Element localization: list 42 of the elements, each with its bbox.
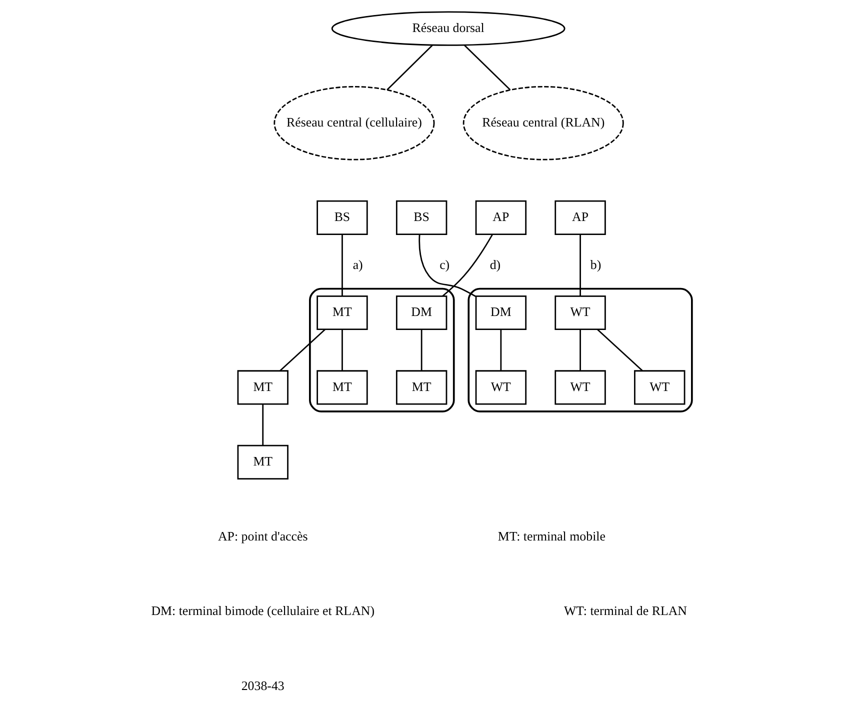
node-ellipse: Réseau central (cellulaire) (273, 86, 434, 160)
node-ellipse: Réseau central (RLAN) (462, 86, 624, 160)
connector (418, 234, 476, 297)
label: 2038-43 (240, 678, 284, 693)
connector (579, 329, 580, 371)
node-box: DM (395, 295, 447, 330)
cluster (308, 288, 454, 412)
node-box: WT (474, 370, 526, 405)
connector (341, 234, 342, 296)
connector (500, 329, 502, 371)
node-ellipse: Réseau dorsal (330, 11, 565, 46)
node-box: MT (316, 295, 368, 330)
edge-label: a) (352, 257, 362, 272)
connector (341, 329, 342, 371)
node-box: BS (395, 200, 447, 236)
node-box: WT (634, 370, 685, 405)
node-box: MT (236, 444, 288, 480)
label: AP: point d'accès (217, 528, 308, 544)
connector (579, 234, 580, 296)
edge-label: d) (489, 257, 500, 272)
label: WT: terminal de RLAN (563, 603, 686, 618)
connector (262, 404, 264, 446)
label: DM: terminal bimode (cellulaire et RLAN) (150, 603, 374, 618)
connector (420, 329, 422, 371)
node-box: MT (236, 370, 288, 405)
node-box: MT (395, 370, 447, 405)
connector (442, 234, 492, 297)
node-box: BS (316, 200, 368, 236)
cluster (467, 288, 692, 412)
connector (463, 44, 510, 90)
node-box: AP (474, 200, 526, 236)
node-box: DM (474, 295, 526, 330)
connector (386, 44, 432, 90)
edge-label: c) (439, 257, 450, 272)
connector (596, 328, 642, 372)
node-box: WT (554, 370, 606, 405)
label: MT: terminal mobile (497, 528, 605, 544)
node-box: MT (316, 370, 368, 405)
node-box: AP (554, 200, 606, 236)
edge-label: b) (590, 257, 601, 272)
connector (279, 328, 325, 372)
node-box: WT (554, 295, 606, 330)
